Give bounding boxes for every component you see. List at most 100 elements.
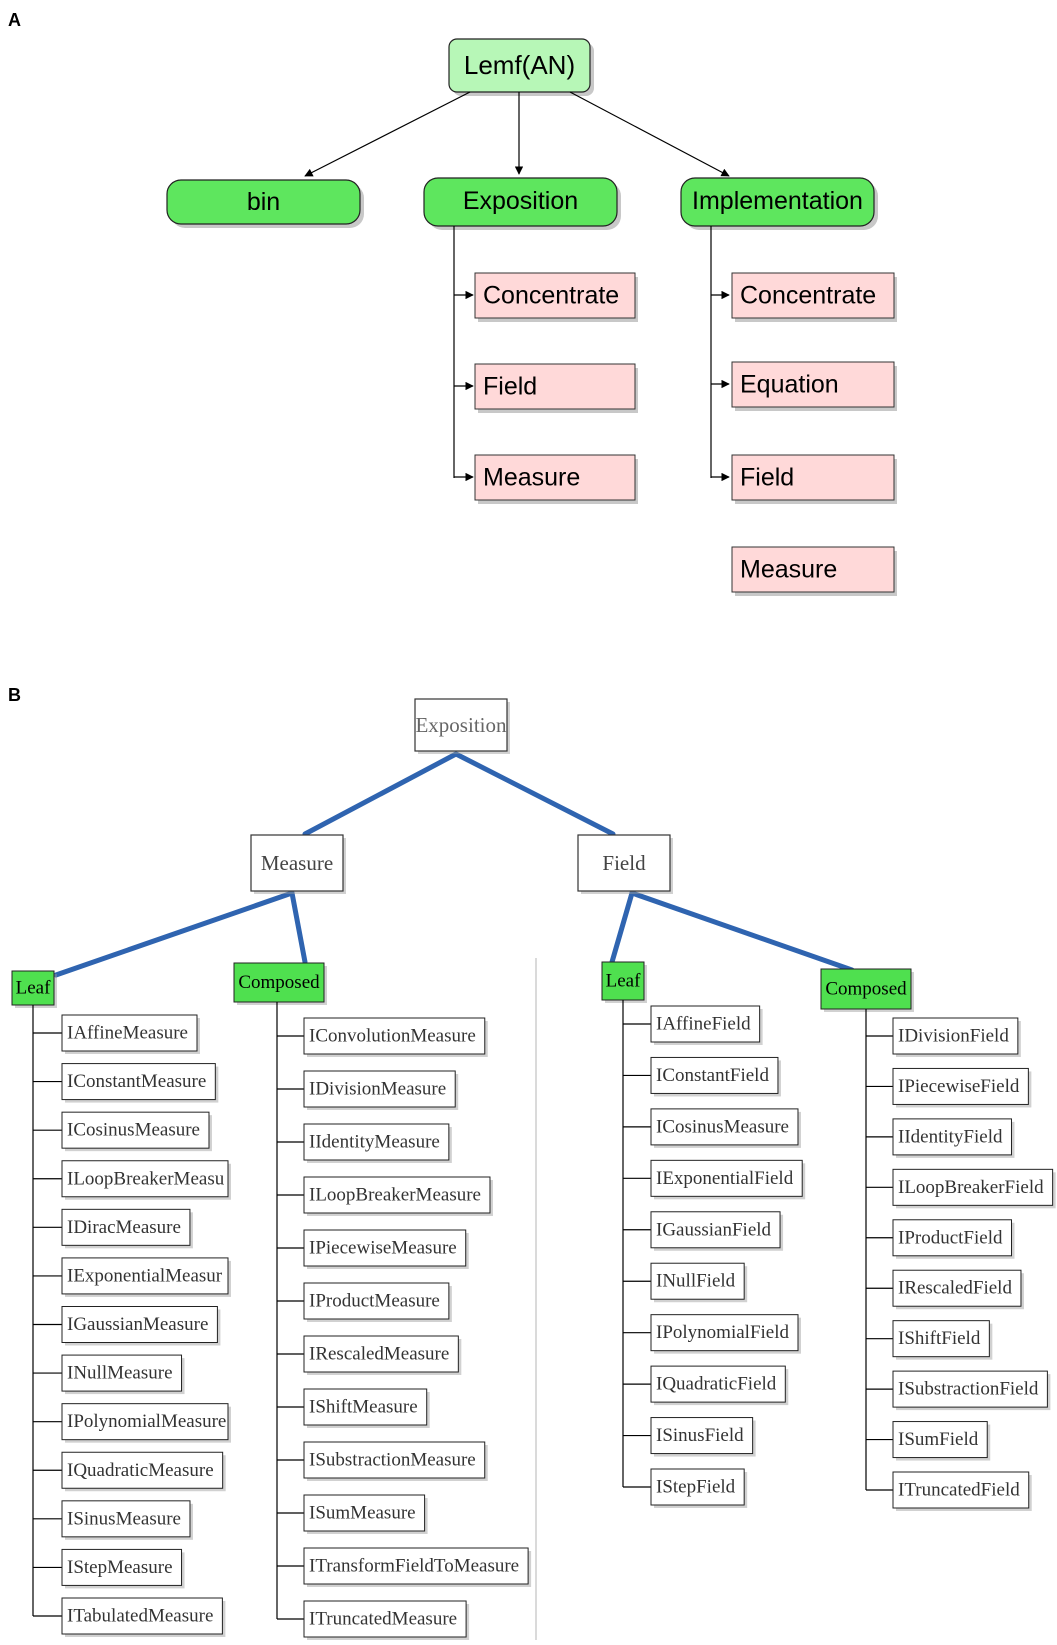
panel-b-measure-leaf-item: ICosinusMeasure <box>33 1111 212 1152</box>
panel-b-measure-leaf-box <box>61 1306 218 1343</box>
panel-b-measure-composed-item: IProductMeasure <box>277 1282 452 1322</box>
panel-a-node-exposition-label: Exposition <box>463 187 578 215</box>
panel-b-measure-leaf-item: ITabulatedMeasure <box>33 1597 226 1637</box>
panel-b-field-composed-column: IDivisionFieldIPiecewiseFieldIIdentityFi… <box>865 1009 1056 1511</box>
panel-b-field-leaf-box <box>650 1365 786 1403</box>
panel-b-measure-composed-box <box>303 1494 426 1532</box>
panel-b-measure-leaf-label: ICosinusMeasure <box>67 1120 200 1141</box>
panel-b-measure-composed-label: ISubstractionMeasure <box>309 1450 476 1471</box>
panel-a-exposition-item-label: Field <box>483 373 537 401</box>
panel-b-measure-leaf-box <box>61 1451 224 1489</box>
panel-b-measure-leaf-label: IAffineMeasure <box>67 1023 188 1044</box>
panel-b-measure-composed-item: IConvolutionMeasure <box>277 1017 488 1057</box>
panel-b-connectors <box>53 751 855 978</box>
panel-b-measure-leaf-label: ITabulatedMeasure <box>67 1606 213 1627</box>
panel-a-implementation-item-label: Concentrate <box>740 282 876 310</box>
panel-b-measure-leaf-box <box>61 1500 191 1538</box>
panel-b-field-composed-box <box>892 1269 1022 1307</box>
panel-b-field-leaf-box <box>650 1314 799 1352</box>
panel-b-measure-composed-box <box>303 1388 428 1426</box>
panel-b-field-composed-label: Composed <box>825 979 907 1000</box>
panel-b-field-composed-item: ISumField <box>866 1421 991 1461</box>
panel-b-measure-composed-label: IDivisionMeasure <box>309 1079 446 1100</box>
panel-b-measure-leaf-label: INullMeasure <box>67 1363 173 1384</box>
panel-b-measure-leaf-box <box>61 1354 183 1392</box>
panel-b-field-leaf-label: IStepField <box>656 1477 736 1498</box>
panel-b-field-composed-item: IPiecewiseField <box>866 1067 1032 1108</box>
panel-b-field-leaf-label: IExponentialField <box>656 1168 794 1189</box>
panel-b-field-leaf-label: IPolynomialField <box>656 1322 790 1343</box>
panel-b-field-composed-box <box>892 1118 1012 1156</box>
panel-b-measure-leaf-label: IQuadraticMeasure <box>67 1460 214 1481</box>
panel-b-measure-composed-label: IPiecewiseMeasure <box>309 1238 457 1259</box>
panel-b-measure-composed-box <box>303 1229 467 1267</box>
panel-a-exposition-item: Measure <box>474 454 638 504</box>
panel-b-measure-composed-box <box>303 1335 459 1373</box>
panel-b-field-composed-box <box>892 1219 1012 1257</box>
panel-b-field-composed-label: IDivisionField <box>898 1026 1009 1047</box>
panel-b: B Exposition Measure Field <box>8 685 1056 1640</box>
panel-b-measure-composed-box <box>303 1123 450 1161</box>
panel-b-measure-leaf-item: IStepMeasure <box>33 1548 185 1589</box>
panel-a-exposition-item: Concentrate <box>474 272 638 322</box>
panel-b-measure-composed-label-box: Composed <box>233 962 327 1005</box>
panel-a-root-node: Lemf(AN) <box>448 38 594 96</box>
panel-b-field-leaf-box <box>650 1056 779 1094</box>
panel-a-implementation-item: Measure <box>731 546 897 596</box>
panel-a-exposition-branch: Concentrate Field Measure <box>453 226 638 504</box>
panel-a-node-bin: bin <box>166 179 364 228</box>
panel-b-field-composed-label-box: Composed <box>820 968 914 1012</box>
panel-b-group-measure-label: Measure <box>261 851 333 875</box>
panel-b-field-leaf-item: INullField <box>623 1262 748 1303</box>
panel-b-root-node: Exposition <box>414 698 510 754</box>
panel-b-measure-composed-label: IProductMeasure <box>309 1291 440 1312</box>
panel-b-field-leaf-item: IGaussianField <box>623 1211 784 1251</box>
panel-b-measure-composed-item: ISubstractionMeasure <box>277 1441 488 1481</box>
panel-b-field-leaf-box <box>650 1108 799 1146</box>
panel-b-field-composed-label: ISubstractionField <box>898 1379 1039 1400</box>
panel-b-field-leaf-column: IAffineFieldIConstantFieldICosinusMeasur… <box>622 1000 806 1508</box>
panel-b-field-composed-item: ITruncatedField <box>866 1471 1032 1511</box>
panel-b-measure-leaf-box <box>61 1403 229 1441</box>
panel-b-field-leaf-box <box>650 1468 745 1506</box>
panel-b-field-composed-item: ILoopBreakerField <box>866 1168 1056 1209</box>
panel-b-field-composed-item: IIdentityField <box>866 1118 1015 1158</box>
panel-a-implementation-item: Concentrate <box>731 272 897 322</box>
panel-b-field-leaf-item: ISinusField <box>623 1417 756 1457</box>
panel-a-implementation-item: Field <box>731 454 897 504</box>
panel-b-measure-leaf-item: ISinusMeasure <box>33 1500 193 1540</box>
panel-b-field-leaf-box <box>650 1417 754 1455</box>
panel-a-node-implementation: Implementation <box>680 177 878 230</box>
panel-b-measure-composed-item: IPiecewiseMeasure <box>277 1229 469 1269</box>
panel-b-measure-leaf-item: IDiracMeasure <box>33 1208 193 1249</box>
panel-b-field-leaf-label: ICosinusMeasure <box>656 1116 789 1137</box>
panel-b-measure-composed-box <box>303 1547 529 1585</box>
panel-b-field-leaf-item: IStepField <box>623 1468 748 1508</box>
panel-b-measure-leaf-box <box>61 1257 229 1295</box>
panel-b-field-leaf-label: INullField <box>656 1271 736 1292</box>
panel-b-group-node-field: Field <box>577 834 673 894</box>
panel-b-measure-composed-box <box>303 1176 491 1214</box>
panel-a-implementation-item-label: Equation <box>740 371 839 399</box>
panel-b-field-leaf-label: IConstantField <box>656 1065 769 1086</box>
panel-a-implementation-item-label: Measure <box>740 556 837 584</box>
panel-b-field-leaf-box <box>650 1159 803 1197</box>
panel-b-measure-composed-label: ISumMeasure <box>309 1503 416 1524</box>
panel-b-measure-composed-box <box>303 1600 467 1638</box>
panel-b-measure-composed-item: ISumMeasure <box>277 1494 428 1534</box>
panel-b-measure-composed-label: ITransformFieldToMeasure <box>309 1556 519 1577</box>
panel-b-measure-leaf-item: IQuadraticMeasure <box>33 1451 226 1492</box>
panel-b-measure-leaf-label: IExponentialMeasur <box>67 1265 223 1286</box>
panel-a-label: A <box>8 10 21 30</box>
panel-b-field-composed-label: IIdentityField <box>898 1126 1003 1147</box>
panel-b-measure-composed-box <box>303 1282 450 1320</box>
panel-b-field-composed-item: ISubstractionField <box>866 1370 1051 1411</box>
panel-b-measure-leaf-box <box>61 1597 223 1635</box>
panel-a-root-arrows <box>304 91 730 177</box>
panel-b-measure-leaf-label: IGaussianMeasure <box>67 1314 208 1335</box>
panel-b-measure-composed-label: ITruncatedMeasure <box>309 1609 457 1630</box>
panel-b-field-composed-label: ILoopBreakerField <box>898 1177 1044 1198</box>
panel-b-field-leaf-label: IQuadraticField <box>656 1374 777 1395</box>
panel-a-node-implementation-label: Implementation <box>692 187 863 215</box>
panel-b-measure-composed-column: IConvolutionMeasureIDivisionMeasureIIden… <box>276 1002 532 1640</box>
